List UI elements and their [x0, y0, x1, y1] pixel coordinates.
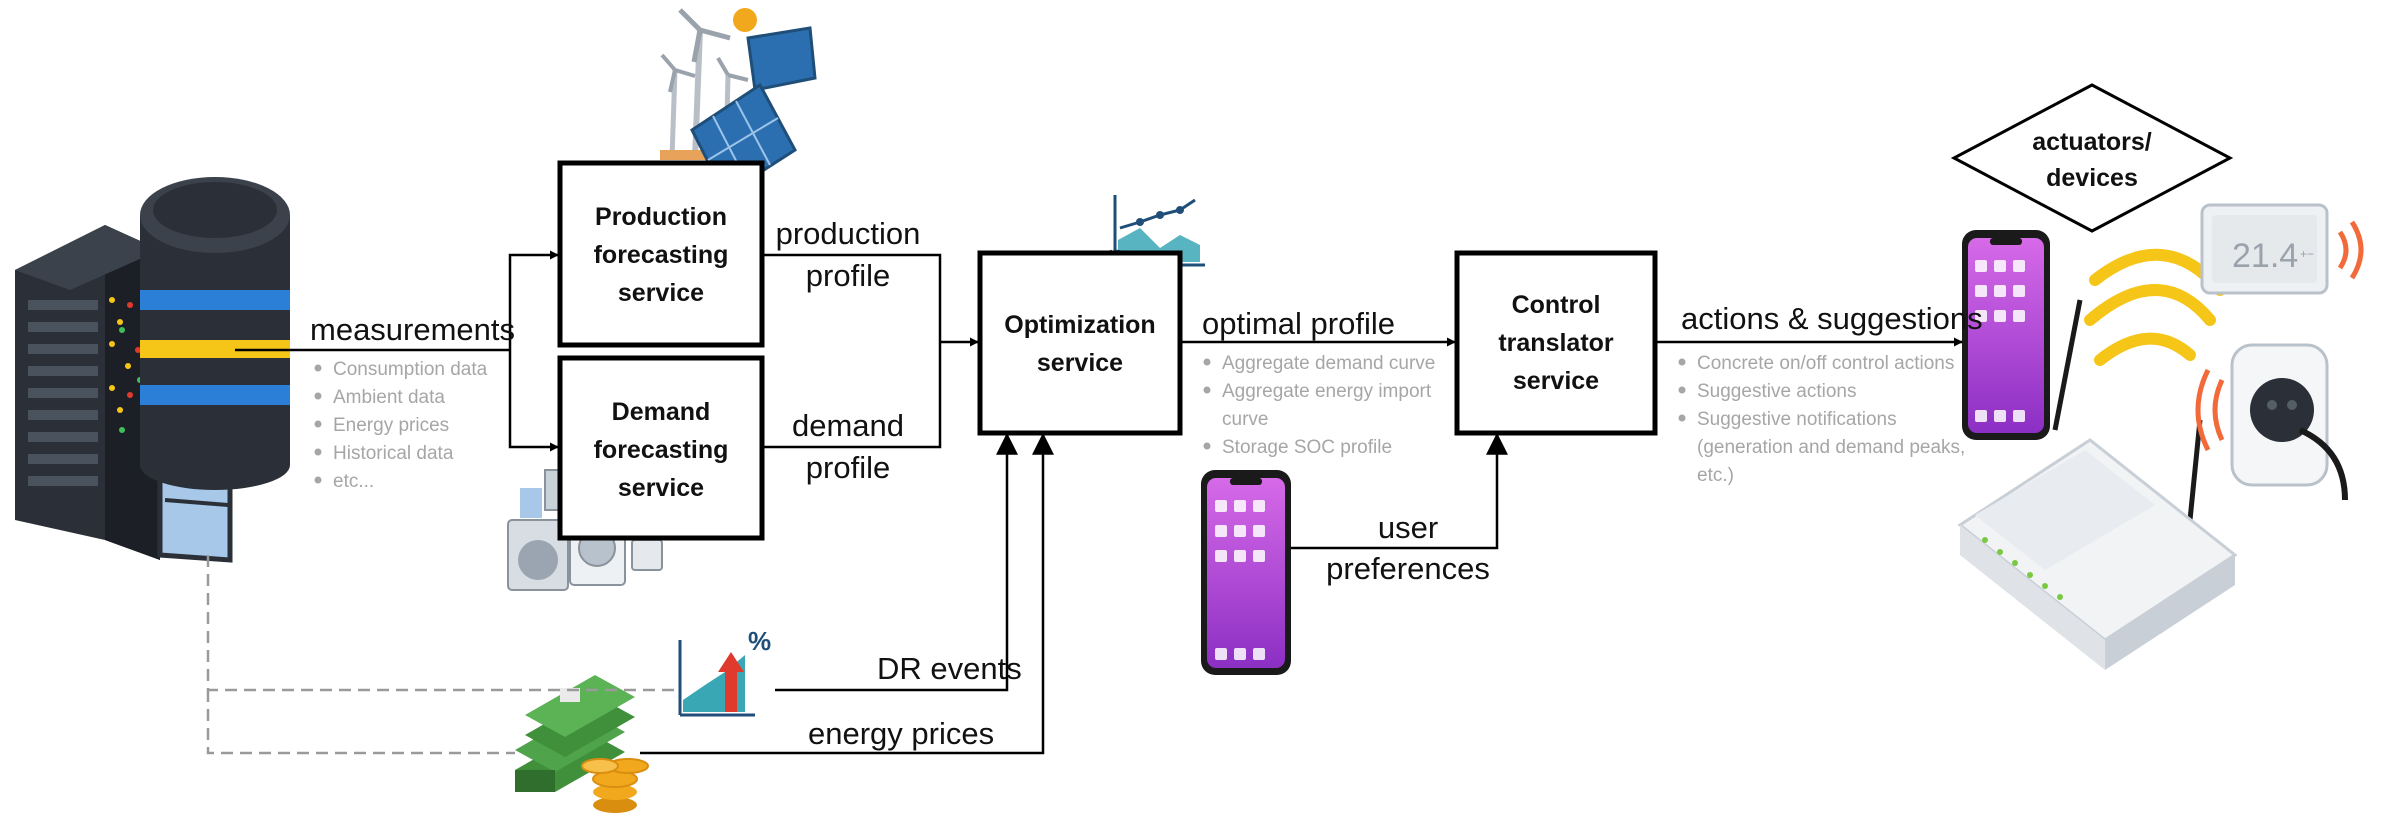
sun-icon [733, 8, 757, 32]
production-profile-label-2: profile [806, 258, 890, 293]
price-data-dashed-line [206, 690, 515, 755]
demand-title-line-2: forecasting [594, 436, 729, 464]
energy-prices-label: energy prices [808, 716, 994, 751]
to-production-arrow [508, 250, 559, 350]
thermostat-icon: 21.4 +− [2200, 203, 2364, 295]
demand-forecasting-box: Demand forecasting service [557, 355, 765, 541]
control-title-line-1: Control [1512, 291, 1601, 319]
optimization-service-box: Optimization service [977, 250, 1183, 436]
production-title-line-3: service [618, 279, 704, 307]
production-profile-line [762, 253, 942, 342]
production-profile-label-1: production [776, 216, 921, 251]
list-item: Consumption data [333, 359, 488, 380]
actions-suggestions-label: actions & suggestions [1681, 301, 1983, 336]
demand-profile-label-2: profile [806, 450, 890, 485]
dr-events-label: DR events [877, 651, 1022, 686]
measurements-list: Consumption data Ambient data Energy pri… [314, 359, 488, 492]
list-item: Aggregate demand curve [1222, 353, 1435, 374]
demand-profile-line [762, 342, 942, 449]
list-item: Historical data [333, 443, 454, 464]
actuators-devices-diamond: actuators/ devices [1950, 83, 2234, 233]
percent-sign: % [748, 626, 771, 656]
optimization-title-line-2: service [1037, 349, 1123, 377]
optimal-profile-label: optimal profile [1202, 306, 1395, 341]
list-item-continuation: etc.) [1697, 465, 1734, 486]
user-preferences-arrow [1291, 432, 1508, 550]
coins-icon [581, 758, 649, 813]
production-title-line-1: Production [595, 203, 727, 231]
energy-prices-arrow [640, 432, 1054, 755]
actions-list: Concrete on/off control actions Suggesti… [1678, 353, 1965, 486]
demand-title-line-3: service [618, 474, 704, 502]
control-translator-box: Control translator service [1454, 250, 1658, 436]
to-demand-arrow [508, 350, 559, 452]
list-item: Storage SOC profile [1222, 437, 1392, 458]
actuators-title-line-2: devices [2046, 164, 2138, 192]
list-item-continuation: curve [1222, 409, 1268, 430]
demand-profile-label-1: demand [792, 408, 904, 443]
demand-title-line-1: Demand [612, 398, 711, 426]
control-title-line-2: translator [1498, 329, 1614, 357]
smartphone-icon [1962, 230, 2050, 440]
measurements-label: measurements [310, 312, 515, 347]
optimal-profile-list: Aggregate demand curve Aggregate energy … [1203, 353, 1435, 458]
dr-events-arrow [775, 432, 1018, 692]
percent-growth-chart-icon: % [678, 626, 771, 717]
production-forecasting-box: Production forecasting service [557, 160, 765, 348]
list-item: etc... [333, 471, 374, 492]
smartphone-icon [1201, 470, 1291, 675]
production-title-line-2: forecasting [594, 241, 729, 269]
user-preferences-label-1: user [1378, 510, 1438, 545]
optimization-title-line-1: Optimization [1004, 311, 1155, 339]
thermostat-symbols: +− [2300, 247, 2314, 261]
actuators-title-line-1: actuators/ [2032, 128, 2152, 156]
server-rack-icon [15, 225, 233, 563]
control-title-line-3: service [1513, 367, 1599, 395]
list-item-continuation: (generation and demand peaks, [1697, 437, 1965, 458]
list-item: Concrete on/off control actions [1697, 353, 1954, 374]
list-item: Suggestive actions [1697, 381, 1857, 402]
list-item: Energy prices [333, 415, 449, 436]
list-item: Ambient data [333, 387, 445, 408]
list-item: Aggregate energy import [1222, 381, 1432, 402]
list-item: Suggestive notifications [1697, 409, 1897, 430]
smart-plug-icon [2195, 343, 2348, 501]
thermostat-reading: 21.4 [2232, 237, 2298, 275]
user-preferences-label-2: preferences [1326, 551, 1490, 586]
database-icon [140, 177, 290, 490]
router-icon [1957, 299, 2238, 670]
